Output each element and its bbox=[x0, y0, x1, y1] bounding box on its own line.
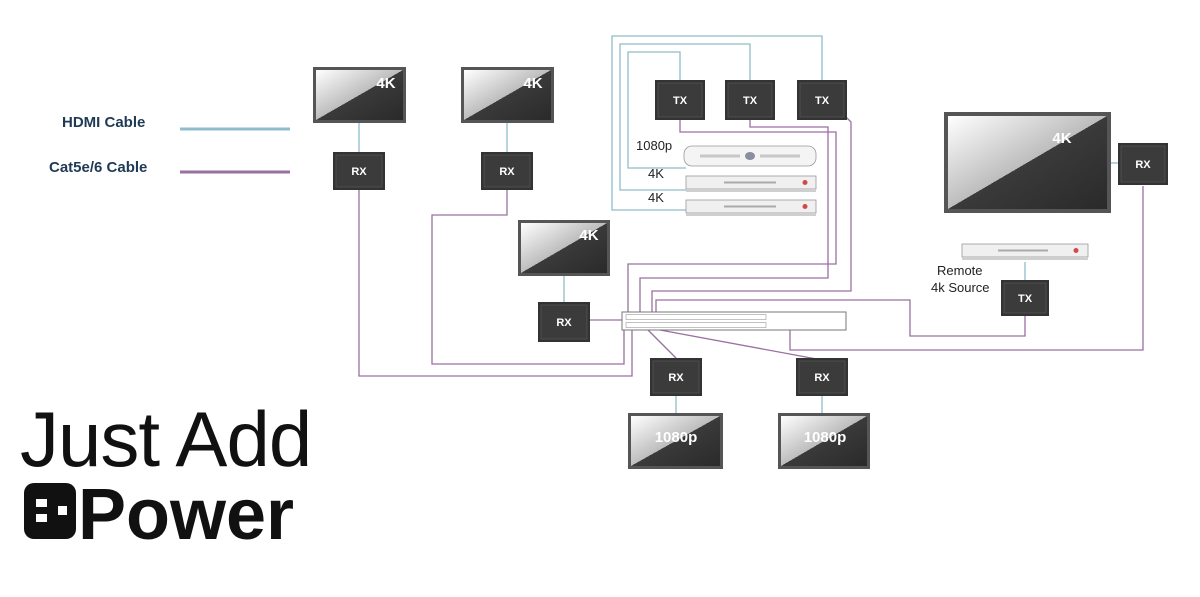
cat-cable bbox=[639, 120, 829, 312]
rx-unit-1: RX bbox=[333, 152, 385, 190]
cat-cable bbox=[647, 329, 677, 359]
svg-text:4K: 4K bbox=[523, 75, 542, 92]
source-label-1080p: 1080p bbox=[636, 138, 672, 153]
tx-unit-2: TX bbox=[725, 80, 775, 120]
rx-unit-2: RX bbox=[481, 152, 533, 190]
cat-cable bbox=[655, 299, 1026, 337]
svg-text:TX: TX bbox=[815, 95, 830, 107]
svg-text:TX: TX bbox=[743, 95, 758, 107]
tx-unit-remote: TX bbox=[1001, 280, 1049, 316]
power-plug-icon bbox=[24, 483, 76, 539]
rx-unit-6: RX bbox=[1118, 143, 1168, 185]
just-add-power-logo: Just Add Power bbox=[20, 395, 312, 555]
source-remote-4k-player bbox=[961, 243, 1089, 260]
source-4k-player-2 bbox=[685, 199, 817, 216]
legend: HDMI Cable Cat5e/6 Cable bbox=[49, 114, 290, 176]
rx-unit-5: RX bbox=[796, 358, 848, 396]
remote-source-label-line2: 4k Source bbox=[931, 280, 990, 295]
display-1080p-1: 1080p bbox=[628, 413, 723, 469]
display-4k-large: 4K bbox=[944, 112, 1111, 213]
svg-text:4K: 4K bbox=[579, 227, 598, 244]
cat-cable bbox=[651, 115, 852, 312]
svg-text:1080p: 1080p bbox=[655, 429, 698, 446]
cat-cable bbox=[358, 190, 633, 377]
cat-cable bbox=[431, 190, 625, 365]
source-1080p-player bbox=[683, 145, 817, 167]
svg-text:RX: RX bbox=[668, 372, 684, 384]
svg-text:4K: 4K bbox=[376, 75, 395, 92]
svg-text:TX: TX bbox=[1018, 293, 1033, 305]
hdmi-cable bbox=[619, 43, 751, 191]
remote-source-label-line1: Remote bbox=[937, 263, 983, 278]
rx-unit-3: RX bbox=[538, 302, 590, 342]
svg-text:4K: 4K bbox=[1052, 130, 1071, 147]
display-4k-1: 4K bbox=[313, 67, 406, 123]
legend-cat-label: Cat5e/6 Cable bbox=[49, 159, 147, 176]
source-label-4k-2: 4K bbox=[648, 190, 664, 205]
hdmi-cable bbox=[627, 51, 686, 169]
cat-cables bbox=[358, 115, 1144, 377]
network-switch bbox=[621, 311, 847, 331]
logo-line1: Just Add bbox=[20, 395, 311, 483]
tx-unit-1: TX bbox=[655, 80, 705, 120]
svg-text:RX: RX bbox=[499, 166, 515, 178]
cat-cable bbox=[659, 329, 823, 361]
source-4k-player-1 bbox=[685, 175, 817, 192]
display-1080p-2: 1080p bbox=[778, 413, 870, 469]
svg-text:1080p: 1080p bbox=[804, 429, 847, 446]
source-label-4k-1: 4K bbox=[648, 166, 664, 181]
rx-unit-4: RX bbox=[650, 358, 702, 396]
hdmi-cable bbox=[611, 35, 823, 211]
tx-unit-3: TX bbox=[797, 80, 847, 120]
svg-text:RX: RX bbox=[814, 372, 830, 384]
legend-hdmi-label: HDMI Cable bbox=[62, 114, 145, 131]
logo-line2: Power bbox=[78, 475, 294, 555]
svg-text:TX: TX bbox=[673, 95, 688, 107]
switch-body bbox=[621, 311, 847, 331]
switch-ports bbox=[625, 314, 767, 328]
svg-text:RX: RX bbox=[556, 317, 572, 329]
svg-text:RX: RX bbox=[1135, 159, 1151, 171]
cat-cable bbox=[789, 186, 1144, 351]
cat-cable bbox=[627, 120, 837, 312]
svg-text:RX: RX bbox=[351, 166, 367, 178]
display-4k-2: 4K bbox=[461, 67, 554, 123]
display-4k-3: 4K bbox=[518, 220, 610, 276]
